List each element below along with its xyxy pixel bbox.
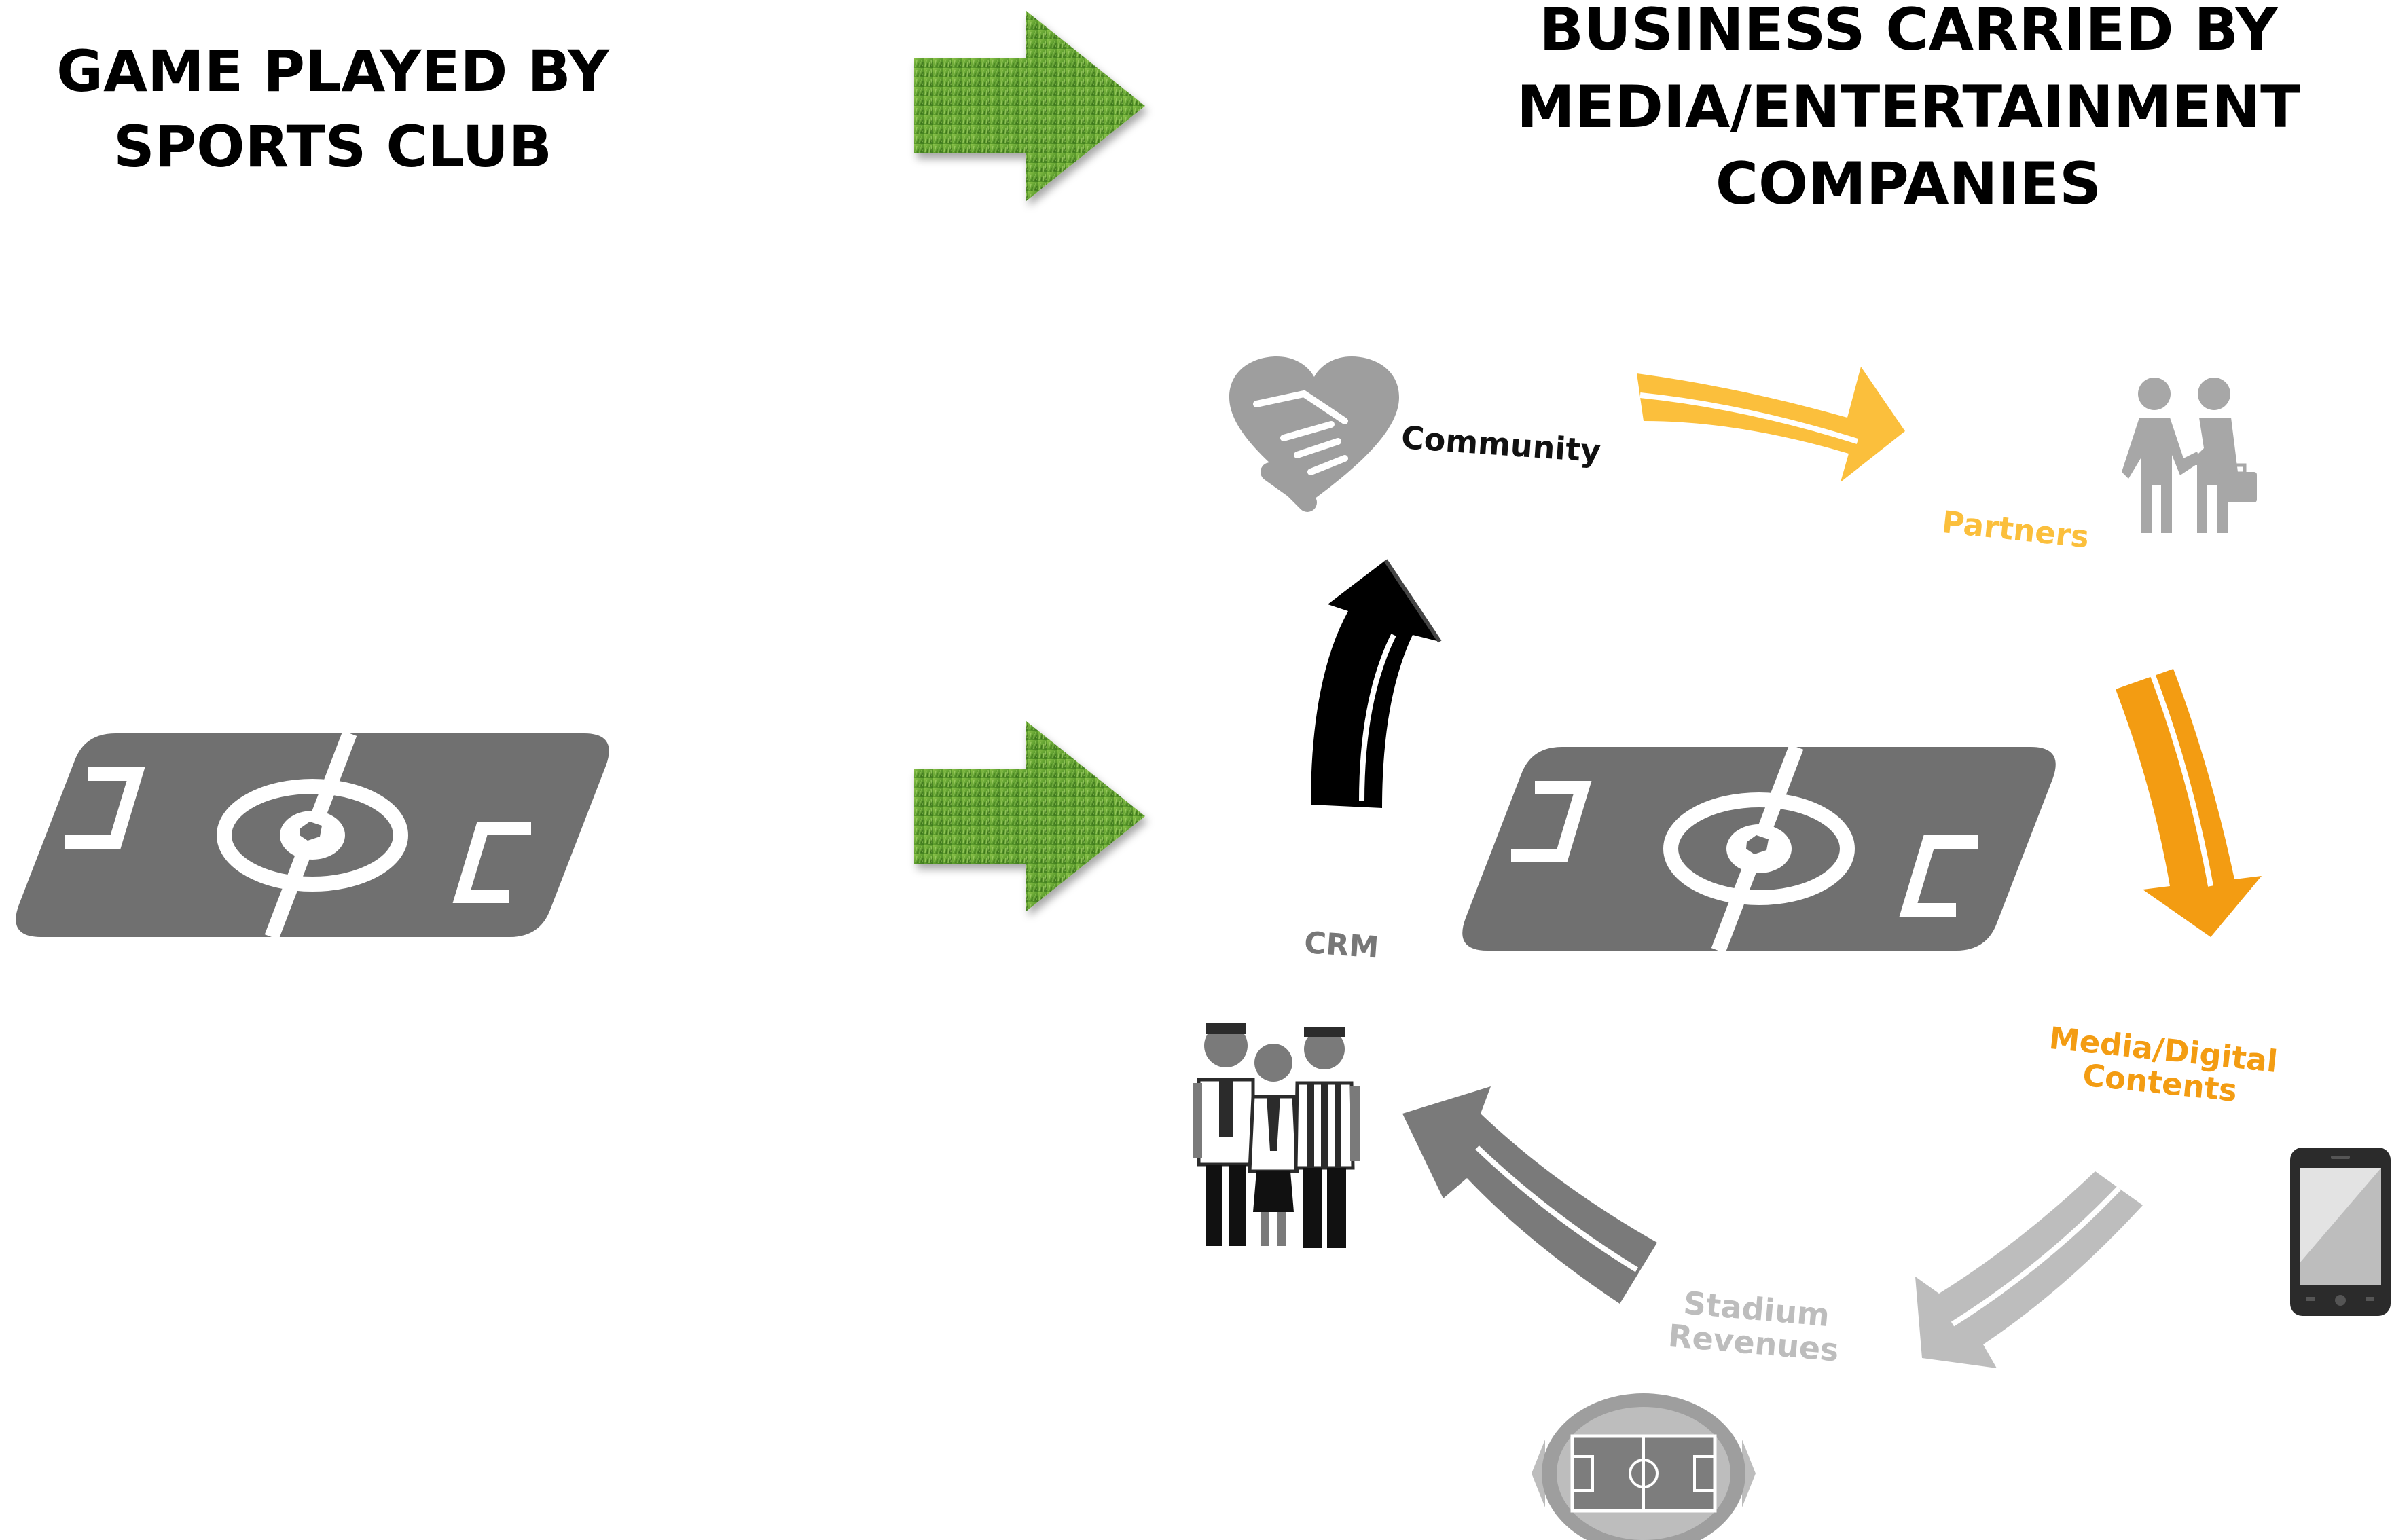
grass-arrow-middle (914, 721, 1145, 911)
left-heading-line-2: SPORTS CLUB (113, 113, 552, 180)
left-heading-line-1: GAME PLAYED BY (56, 38, 609, 105)
arrow-crm-to-community (1311, 559, 1442, 808)
right-heading-line-2: MEDIA/ENTERTAINMENT (1517, 73, 2300, 141)
handshake-heart-icon (1229, 356, 1399, 512)
arrow-partners-to-media (2116, 669, 2262, 937)
stadium-revenues-label: Stadium Revenues (1667, 1285, 1843, 1369)
arrow-community-to-partners (1637, 367, 1905, 482)
crm-label: CRM (1303, 925, 1380, 966)
arrow-media-to-stadium (1915, 1171, 2143, 1368)
stadium-icon (1532, 1393, 1756, 1540)
business-partners-icon (2122, 378, 2257, 533)
fans-icon (1193, 1023, 1360, 1248)
arrow-stadium-to-crm (1402, 1086, 1657, 1304)
right-heading: BUSINESS CARRIED BY MEDIA/ENTERTAINMENT … (1460, 0, 2357, 223)
football-pitch-left-icon (16, 733, 609, 937)
football-pitch-center-icon (1462, 747, 2056, 951)
left-heading: GAME PLAYED BY SPORTS CLUB (14, 34, 652, 185)
right-heading-line-3: COMPANIES (1715, 150, 2102, 219)
grass-arrow-top (914, 11, 1145, 201)
smartphone-icon (2290, 1148, 2391, 1316)
right-heading-line-1: BUSINESS CARRIED BY (1539, 0, 2278, 64)
